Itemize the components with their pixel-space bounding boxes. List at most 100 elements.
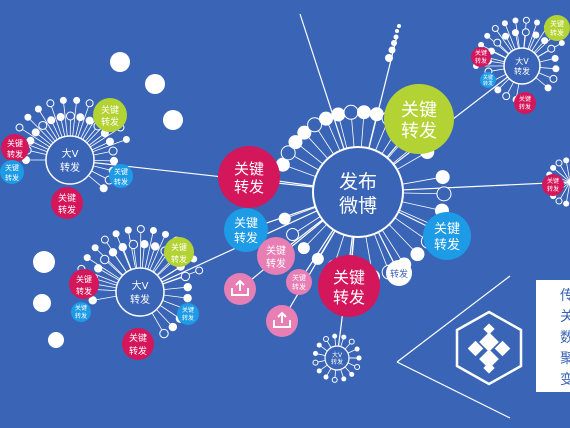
key-node-crimson-left-line1: 关键 <box>234 160 264 178</box>
tr-key-crimson-2-line2: 转发 <box>519 103 531 111</box>
ring-node <box>349 371 355 377</box>
ring-node <box>511 29 519 37</box>
ring-node <box>550 164 557 171</box>
ring-node <box>297 125 312 140</box>
key-node-lime-top-line1: 关键 <box>401 100 437 121</box>
ll-key-crimson-2-line1: 关键 <box>129 332 147 344</box>
forward-node-white-outline-label: 转发 <box>390 268 408 280</box>
subhub-bigv-left-label1: 大V <box>62 147 79 160</box>
panel-text-line-1: 传 <box>560 288 570 304</box>
ring-node <box>183 293 192 303</box>
ring-node <box>24 113 32 121</box>
ring-node <box>502 92 511 101</box>
ring-node <box>478 41 485 48</box>
ring-node <box>122 135 130 143</box>
key-node-sky-right-line2: 转发 <box>434 237 460 253</box>
subhub-bigv-lower-left: 大V 转发 <box>115 267 165 317</box>
key-node-lime-top: 关键 转发 <box>384 84 454 154</box>
ring-node <box>563 157 570 164</box>
ll-key-sky-1-line1: 关键 <box>75 304 87 312</box>
chain-node <box>395 29 399 33</box>
left-key-sky-2-line1: 关键 <box>114 167 128 176</box>
key-node-pink-line1: 关键 <box>266 244 286 257</box>
ring-node <box>435 170 450 185</box>
left-key-sky-2-line2: 转发 <box>114 177 128 186</box>
floating-node <box>145 74 165 94</box>
key-node-pink-small-line1: 关键 <box>292 273 306 282</box>
subhub-bigv-top-right-label2: 转发 <box>514 66 530 76</box>
ring-node <box>297 242 310 255</box>
ll-key-crimson-1-line1: 关键 <box>76 274 92 284</box>
ring-node <box>128 239 139 250</box>
ring-node <box>343 104 359 120</box>
spoke-edge <box>558 162 570 183</box>
key-node-crimson-bottom: 关键 转发 <box>318 255 380 317</box>
ring-node <box>280 145 296 161</box>
chain-node <box>397 24 401 28</box>
ll-key-lime-line2: 转发 <box>171 254 187 264</box>
ll-key-sky-2: 关键 转发 <box>177 303 199 325</box>
ring-node <box>112 230 120 238</box>
tr-key-lime-line2: 转发 <box>550 28 564 37</box>
logo-hexagon <box>455 310 523 386</box>
ring-node <box>311 252 324 265</box>
ring-node <box>286 227 300 241</box>
ll-key-crimson-2-line2: 转发 <box>129 345 147 357</box>
panel-text-line-2: 关 <box>560 309 570 325</box>
ring-node <box>549 74 558 83</box>
ring-node <box>319 111 334 126</box>
key-node-pink: 关键 转发 <box>257 237 295 275</box>
ring-node <box>312 350 318 356</box>
ring-node <box>551 54 559 62</box>
key-node-crimson-bottom-line1: 关键 <box>333 268 365 287</box>
ring-node <box>547 44 556 53</box>
key-node-crimson-left: 关键 转发 <box>218 146 280 208</box>
ring-node <box>522 16 530 24</box>
right-edge-key-crimson-line2: 转发 <box>547 185 559 193</box>
ring-node <box>105 137 114 146</box>
share-icon <box>231 279 249 296</box>
key-node-sky-left-line2: 转发 <box>234 230 258 245</box>
ring-node <box>140 240 149 249</box>
ring-node <box>354 363 361 370</box>
ring-node <box>88 296 97 305</box>
ll-key-sky-2-line2: 转发 <box>182 314 194 322</box>
chain-node <box>388 46 396 54</box>
ll-key-sky-2-line1: 关键 <box>182 306 194 314</box>
spoke-edge <box>558 181 570 202</box>
right-edge-key-crimson-line1: 关键 <box>547 177 559 185</box>
floating-node <box>163 110 183 130</box>
ring-node <box>501 20 508 27</box>
ring-node <box>341 334 347 340</box>
tr-key-crimson-1-line2: 转发 <box>475 57 487 65</box>
forward-node-white-outline: 转发 <box>386 260 412 286</box>
ring-node <box>341 376 347 382</box>
info-panel: 传 关 数 聚 变 <box>396 275 570 419</box>
ring-node <box>46 99 55 108</box>
subhub-bigv-bottom-label2: 转发 <box>331 358 343 366</box>
left-key-sky-2: 关键 转发 <box>109 164 133 188</box>
ring-node <box>484 32 491 39</box>
ring-node <box>56 113 65 122</box>
hub-label-line1: 发布 <box>339 171 377 193</box>
ring-node <box>558 40 565 46</box>
ring-node <box>85 116 94 125</box>
left-key-crimson-1: 关键 转发 <box>1 134 29 162</box>
ring-node <box>331 376 338 383</box>
ring-node <box>31 128 40 137</box>
ring-node <box>76 113 85 122</box>
left-key-lime-line2: 转发 <box>101 116 119 128</box>
panel-text-line-5: 变 <box>560 372 570 388</box>
tr-key-crimson-1: 关键 转发 <box>471 47 491 67</box>
tr-key-lime-line1: 关键 <box>550 19 564 28</box>
key-node-crimson-left-line2: 转发 <box>234 178 264 196</box>
left-key-sky-line2: 转发 <box>5 173 19 182</box>
ll-key-crimson-2: 关键 转发 <box>122 328 154 360</box>
ring-node <box>555 197 563 205</box>
ring-node <box>149 226 157 234</box>
ring-node <box>91 244 99 252</box>
ring-node <box>73 96 81 104</box>
tr-key-crimson-2-line1: 关键 <box>519 95 531 103</box>
spoke-edge <box>552 167 570 183</box>
panel-connector-top <box>396 275 511 363</box>
